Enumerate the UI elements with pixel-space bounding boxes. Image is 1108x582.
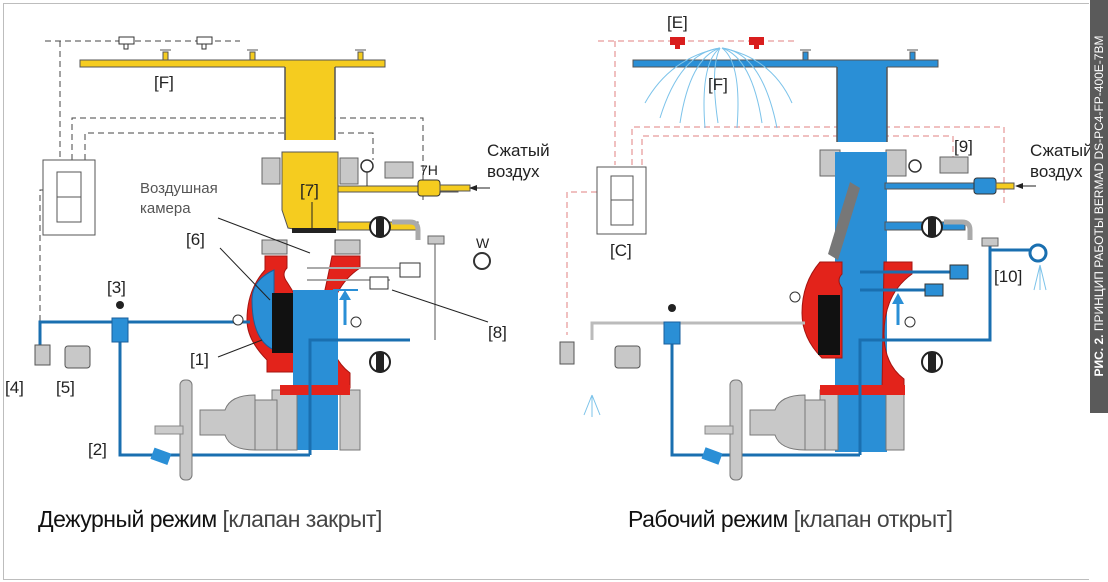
left-sprinkler-pipe <box>79 49 386 140</box>
left-control-panel <box>42 159 96 236</box>
label-6-leader <box>219 247 271 301</box>
right-sprinkler-pipe <box>632 49 939 142</box>
air-chamber-label-line1: Воздушная <box>140 180 218 197</box>
standby-mode-detail: [клапан закрыт] <box>222 506 383 532</box>
right-trim-components <box>559 237 1048 465</box>
label-4: [4] <box>5 378 24 397</box>
left-trim-components <box>34 235 491 466</box>
left-valve-body <box>246 255 361 451</box>
figure-caption: РИС. 2. ПРИНЦИП РАБОТЫ BERMAD DS-PC4-FP-… <box>1092 35 1106 377</box>
label-W: W <box>476 235 490 251</box>
operating-mode-detail: [клапан открыт] <box>793 506 953 532</box>
right-detectors-activated <box>670 37 764 49</box>
compressed-air-label-line2-left: воздух <box>487 162 540 181</box>
right-check-valve <box>908 156 1036 195</box>
label-7: [7] <box>300 181 319 200</box>
right-gate-valve <box>704 379 826 481</box>
label-5: [5] <box>56 378 75 397</box>
figure-frame <box>3 3 1089 580</box>
left-detectors <box>118 36 213 50</box>
right-ball-valve-top <box>921 216 973 240</box>
label-7H: 7H <box>420 162 438 178</box>
right-valve-body <box>801 142 996 452</box>
label-9: [9] <box>954 137 973 156</box>
left-gate-valve <box>154 379 278 481</box>
operating-mode-title: Рабочий режим <box>628 506 788 532</box>
right-signal-lines <box>566 40 1005 335</box>
label-10: [10] <box>994 267 1022 286</box>
left-ball-valve-top <box>369 216 421 240</box>
label-6: [6] <box>186 230 205 249</box>
air-chamber-leader <box>217 217 311 254</box>
label-8-leader <box>391 289 489 323</box>
left-7H-check-valve <box>384 161 490 197</box>
label-F-right: [F] <box>708 75 728 94</box>
label-8: [8] <box>488 323 507 342</box>
left-pressure-gauge-top <box>360 159 374 186</box>
right-trim-lines <box>590 240 1030 457</box>
label-C: [C] <box>610 241 632 260</box>
right-control-panel <box>596 166 647 235</box>
figure-caption-bar <box>1090 0 1108 413</box>
label-1-leader <box>217 339 263 358</box>
label-F-left: [F] <box>154 73 174 92</box>
label-3: [3] <box>107 278 126 297</box>
right-water-spray <box>644 47 793 129</box>
standby-mode-caption: Дежурный режим [клапан закрыт] <box>38 506 382 533</box>
operating-mode-caption: Рабочий режим [клапан открыт] <box>628 506 953 533</box>
left-signal-lines <box>39 40 424 345</box>
standby-mode-title: Дежурный режим <box>38 506 217 532</box>
compressed-air-label-line2-right: воздух <box>1030 162 1083 181</box>
right-flow-arrow <box>892 293 904 325</box>
left-flow-arrow <box>333 289 358 325</box>
air-chamber-label-line2: камера <box>140 200 191 217</box>
compressed-air-label-line1-left: Сжатый <box>487 141 550 160</box>
label-2: [2] <box>88 440 107 459</box>
label-1: [1] <box>190 350 209 369</box>
right-valve-diagram: [E] [F] [C] [9] <box>559 13 1090 481</box>
label-E: [E] <box>667 13 688 32</box>
left-valve-diagram: [F] 7H Сжатый воздух <box>5 36 550 481</box>
compressed-air-label-line1-right: Сжатый <box>1030 141 1090 160</box>
diagram-canvas: [F] 7H Сжатый воздух <box>5 13 1090 481</box>
